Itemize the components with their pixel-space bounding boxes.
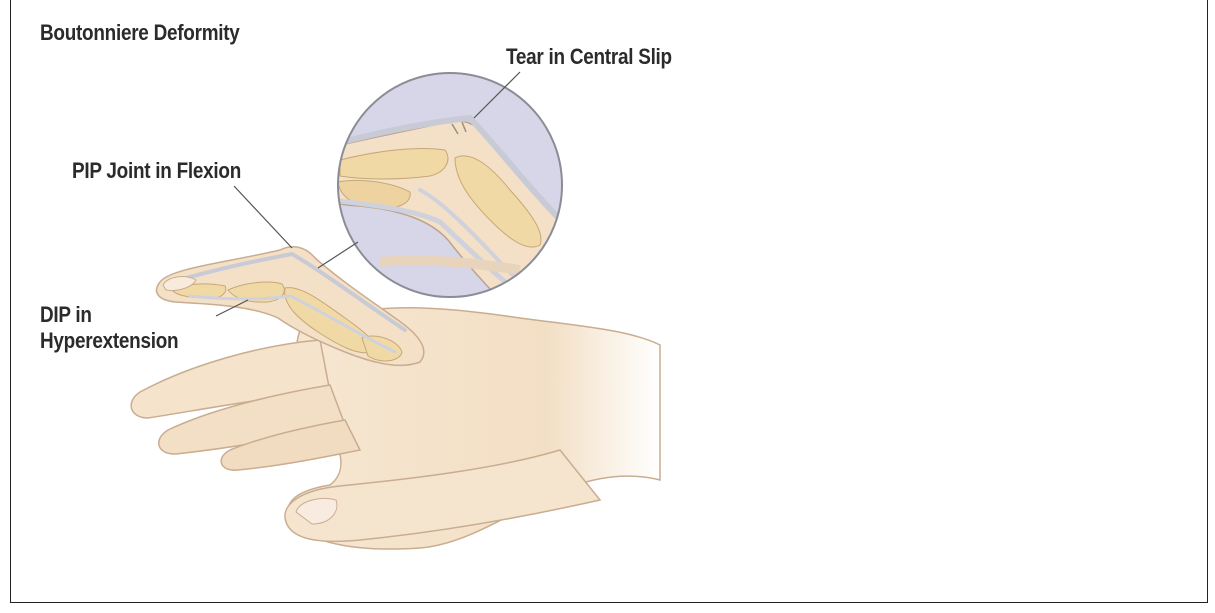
dip-label: DIP in Hyperextension [40,302,178,354]
pip-leader [234,186,292,248]
dip-label-line1: DIP in [40,302,178,328]
magnifier-leader [318,242,358,268]
pip-label: PIP Joint in Flexion [72,158,241,184]
figure-title: Boutonniere Deformity [40,20,240,46]
dip-label-line2: Hyperextension [40,328,178,354]
tear-label: Tear in Central Slip [506,44,672,70]
magnified-inset [318,73,575,320]
